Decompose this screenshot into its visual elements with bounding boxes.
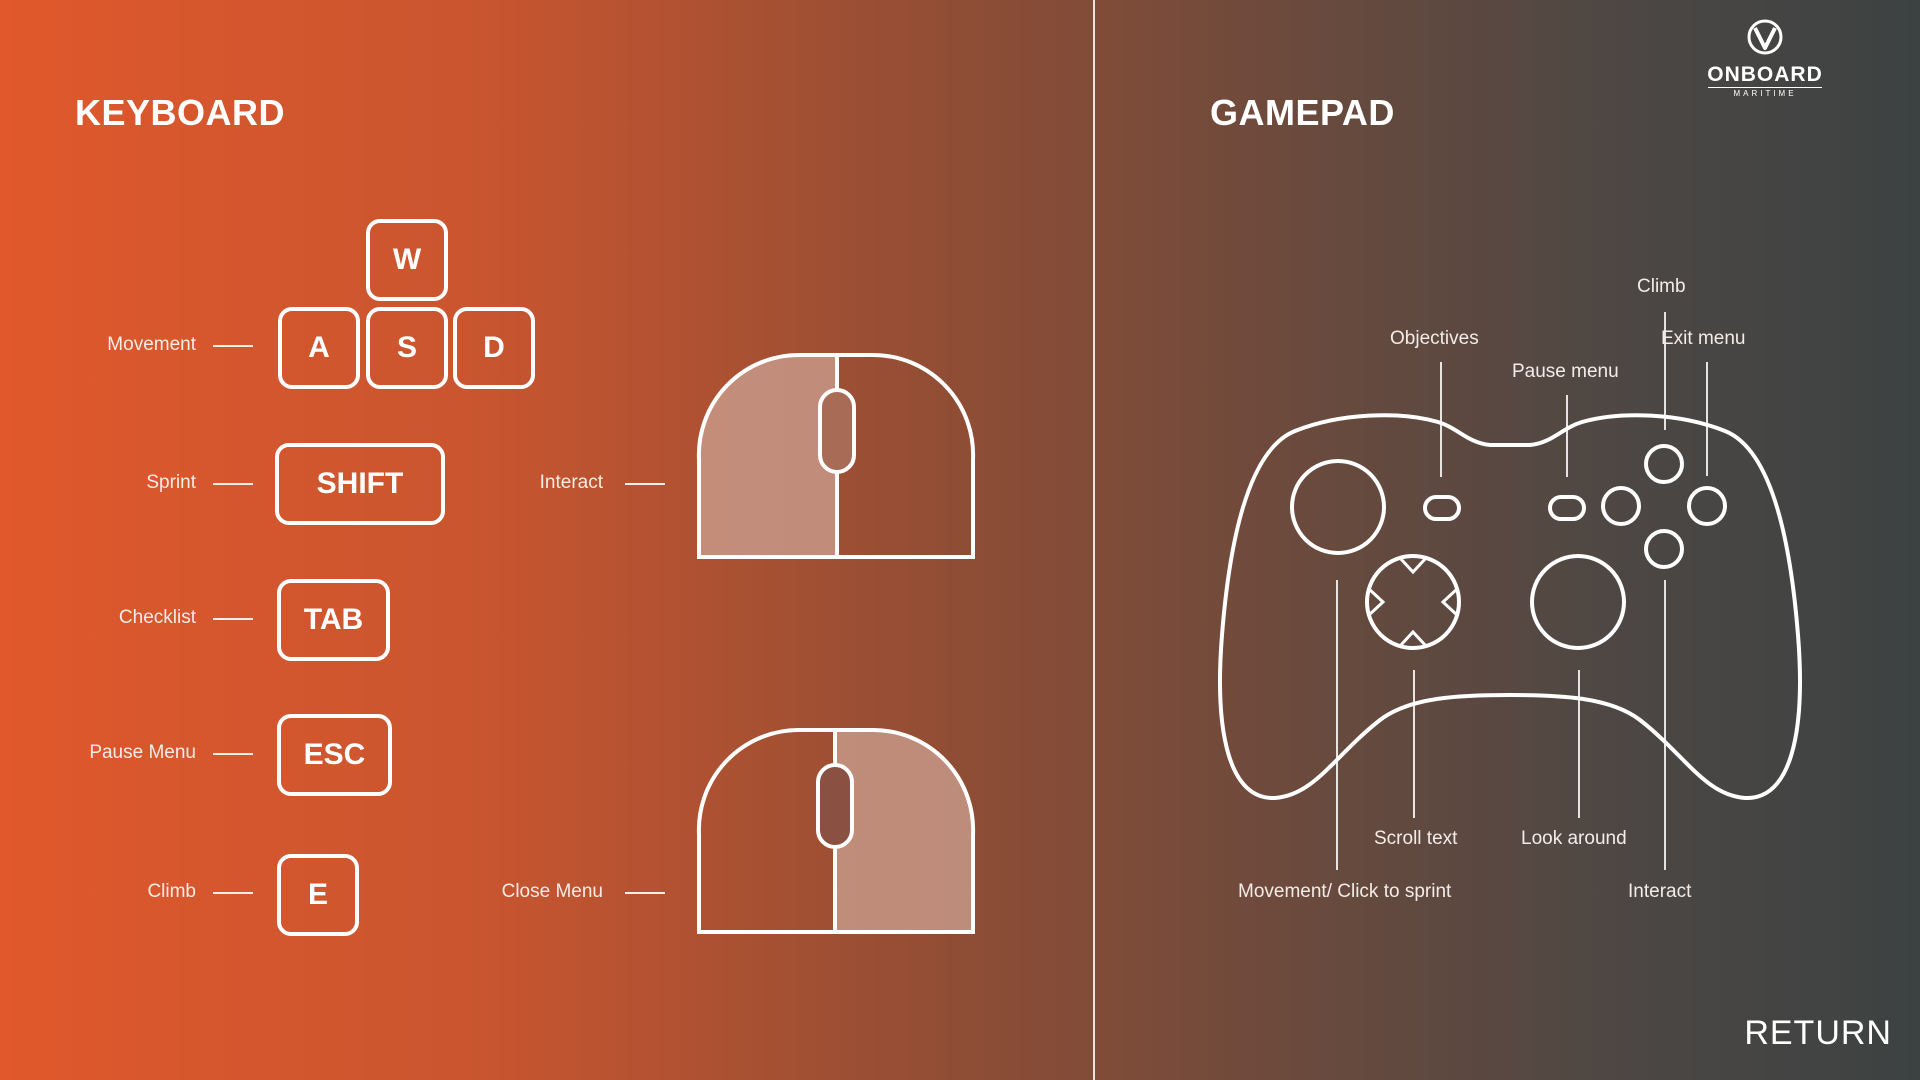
logo-name: ONBOARD	[1700, 63, 1830, 87]
pause-menu-label: Pause Menu	[26, 742, 196, 764]
key-tab[interactable]: TAB	[277, 579, 390, 661]
interact-label: Interact	[433, 472, 603, 494]
dpad-icon	[1367, 556, 1459, 648]
checklist-label: Checklist	[26, 607, 196, 629]
keyboard-title: KEYBOARD	[75, 92, 285, 134]
interact-connector	[625, 483, 665, 485]
gp-movement-line	[1336, 580, 1338, 870]
onboard-logo-icon	[1743, 18, 1787, 56]
onboard-logo: ONBOARD MARITIME	[1700, 18, 1830, 98]
gamepad-title: GAMEPAD	[1210, 92, 1395, 134]
gp-interact-line	[1664, 580, 1666, 870]
logo-subtitle: MARITIME	[1708, 87, 1822, 98]
left-stick-icon	[1292, 461, 1384, 553]
close-menu-label: Close Menu	[433, 881, 603, 903]
face-button-bottom-icon	[1646, 531, 1682, 567]
sprint-connector	[213, 483, 253, 485]
movement-label: Movement	[26, 334, 196, 356]
gp-movement-label: Movement/ Click to sprint	[1238, 881, 1451, 903]
gp-scroll-text-label: Scroll text	[1374, 828, 1457, 850]
gp-scroll-text-line	[1413, 670, 1415, 818]
key-w[interactable]: W	[366, 219, 448, 301]
checklist-connector	[213, 618, 253, 620]
right-stick-icon	[1532, 556, 1624, 648]
gp-objectives-label: Objectives	[1390, 328, 1479, 350]
climb-connector	[213, 892, 253, 894]
pause-menu-connector	[213, 753, 253, 755]
view-button-icon	[1425, 497, 1459, 519]
gp-interact-label: Interact	[1628, 881, 1691, 903]
key-esc[interactable]: ESC	[277, 714, 392, 796]
sprint-label: Sprint	[26, 472, 196, 494]
movement-connector	[213, 345, 253, 347]
gp-exit-menu-label: Exit menu	[1661, 328, 1745, 350]
key-shift[interactable]: SHIFT	[275, 443, 445, 525]
key-e[interactable]: E	[277, 854, 359, 936]
face-button-right-icon	[1689, 488, 1725, 524]
gamepad-controller-icon	[1200, 405, 1810, 815]
face-button-left-icon	[1603, 488, 1639, 524]
mouse-right-click-icon	[694, 725, 978, 937]
mouse-left-click-icon	[694, 350, 978, 562]
key-s[interactable]: S	[366, 307, 448, 389]
climb-label: Climb	[26, 881, 196, 903]
gp-look-around-line	[1578, 670, 1580, 818]
key-d[interactable]: D	[453, 307, 535, 389]
gp-pause-menu-label: Pause menu	[1512, 361, 1619, 383]
gp-climb-label: Climb	[1637, 276, 1686, 298]
gp-pause-menu-line	[1566, 395, 1568, 477]
gp-objectives-line	[1440, 362, 1442, 477]
return-button[interactable]: RETURN	[1744, 1014, 1892, 1053]
gp-look-around-label: Look around	[1521, 828, 1627, 850]
menu-button-icon	[1550, 497, 1584, 519]
key-a[interactable]: A	[278, 307, 360, 389]
close-menu-connector	[625, 892, 665, 894]
gp-exit-menu-line	[1706, 362, 1708, 476]
section-divider	[1093, 0, 1095, 1080]
face-button-top-icon	[1646, 446, 1682, 482]
